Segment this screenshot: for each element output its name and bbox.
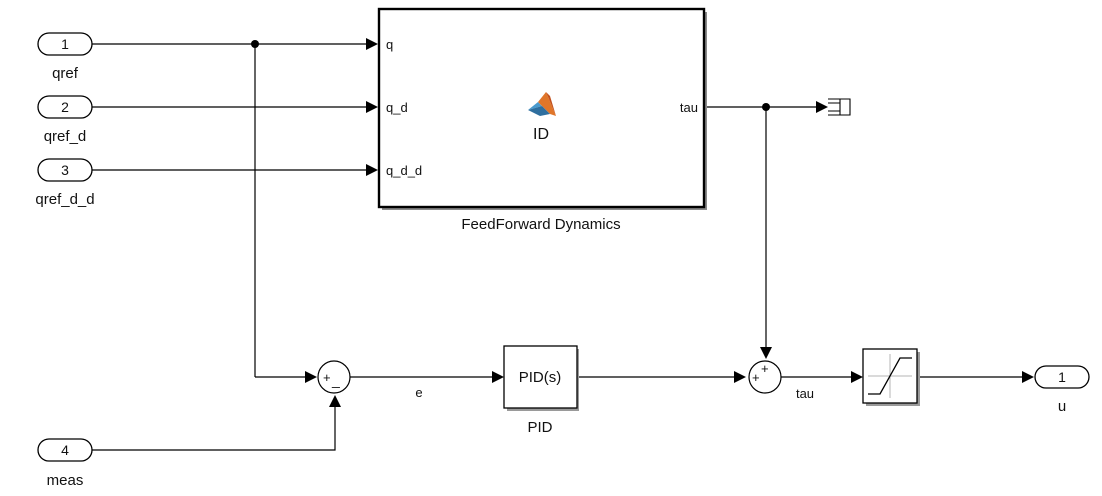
inport-1-shape[interactable]	[37, 32, 93, 56]
inport-2-number: 2	[61, 99, 69, 115]
signal-label-e: e	[415, 385, 422, 400]
sum-block-error[interactable]: + _	[317, 360, 351, 394]
inport-3-name: qref_d_d	[35, 191, 94, 208]
saturation-icon	[868, 354, 912, 398]
inport-2-name: qref_d	[44, 128, 87, 145]
inport-2[interactable]: 2 qref_d	[37, 95, 93, 145]
arrowheads	[305, 38, 1034, 407]
arrowhead-terminator	[816, 101, 828, 113]
signal-lines	[92, 43, 1022, 451]
ff-function-name: ID	[533, 126, 549, 143]
ff-block-name: FeedForward Dynamics	[461, 216, 620, 233]
inport-4-number: 4	[61, 442, 69, 458]
pid-block-text: PID(s)	[519, 369, 562, 386]
inport-3-number: 3	[61, 162, 69, 178]
ff-output-tau: tau	[680, 100, 698, 115]
pid-block-name: PID	[527, 419, 552, 436]
branch-point-qref	[251, 40, 259, 48]
sum-block-tau[interactable]: + +	[748, 360, 782, 394]
sum1-sign-plus: +	[323, 370, 331, 385]
outport-1-name: u	[1058, 398, 1066, 415]
inport-1[interactable]: 1 qref	[37, 32, 93, 82]
outport-1-number: 1	[1058, 369, 1066, 385]
sum1-sign-minus: _	[331, 372, 340, 388]
inport-2-shape[interactable]	[37, 95, 93, 119]
ff-input-q-d-d: q_d_d	[386, 163, 422, 178]
sum2-sign-top: +	[761, 361, 769, 376]
pid-block-body[interactable]	[503, 345, 578, 409]
inport-4-name: meas	[47, 472, 84, 489]
arrowhead-saturation-in	[851, 371, 863, 383]
terminator-icon[interactable]	[828, 98, 851, 116]
saturation-block[interactable]	[862, 348, 920, 406]
ff-input-q-d: q_d	[386, 100, 408, 115]
arrowhead-sum1-minus	[329, 395, 341, 407]
arrowhead-sum2-top	[760, 347, 772, 359]
signal-label-tau: tau	[796, 386, 814, 401]
arrowhead-sum1-plus	[305, 371, 317, 383]
inport-4[interactable]: 4 meas	[37, 438, 93, 489]
arrowhead-q-d	[366, 101, 378, 113]
inport-1-number: 1	[61, 36, 69, 52]
arrowhead-sum2-left	[734, 371, 746, 383]
sum2-circle[interactable]	[748, 360, 782, 394]
inport-3-shape[interactable]	[37, 158, 93, 182]
outport-1-shape[interactable]	[1034, 365, 1090, 389]
ff-input-q: q	[386, 37, 393, 52]
arrowhead-pid-in	[492, 371, 504, 383]
terminator-shape[interactable]	[828, 98, 851, 116]
inport-4-shape[interactable]	[37, 438, 93, 462]
wire-meas[interactable]	[92, 407, 336, 451]
inport-3[interactable]: 3 qref_d_d	[35, 158, 95, 208]
matlab-logo-icon	[528, 92, 556, 116]
arrowhead-q-d-d	[366, 164, 378, 176]
sum2-sign-left: +	[752, 370, 760, 385]
inport-1-name: qref	[52, 65, 79, 82]
branch-point-tau	[762, 103, 770, 111]
feedforward-dynamics-block[interactable]: q q_d q_d_d tau ID FeedForward Dynamics	[377, 7, 707, 233]
pid-block[interactable]: PID(s) PID	[503, 345, 579, 436]
arrowhead-q	[366, 38, 378, 50]
sum1-circle[interactable]	[317, 360, 351, 394]
outport-1[interactable]: 1 u	[1034, 365, 1090, 415]
arrowhead-out1	[1022, 371, 1034, 383]
